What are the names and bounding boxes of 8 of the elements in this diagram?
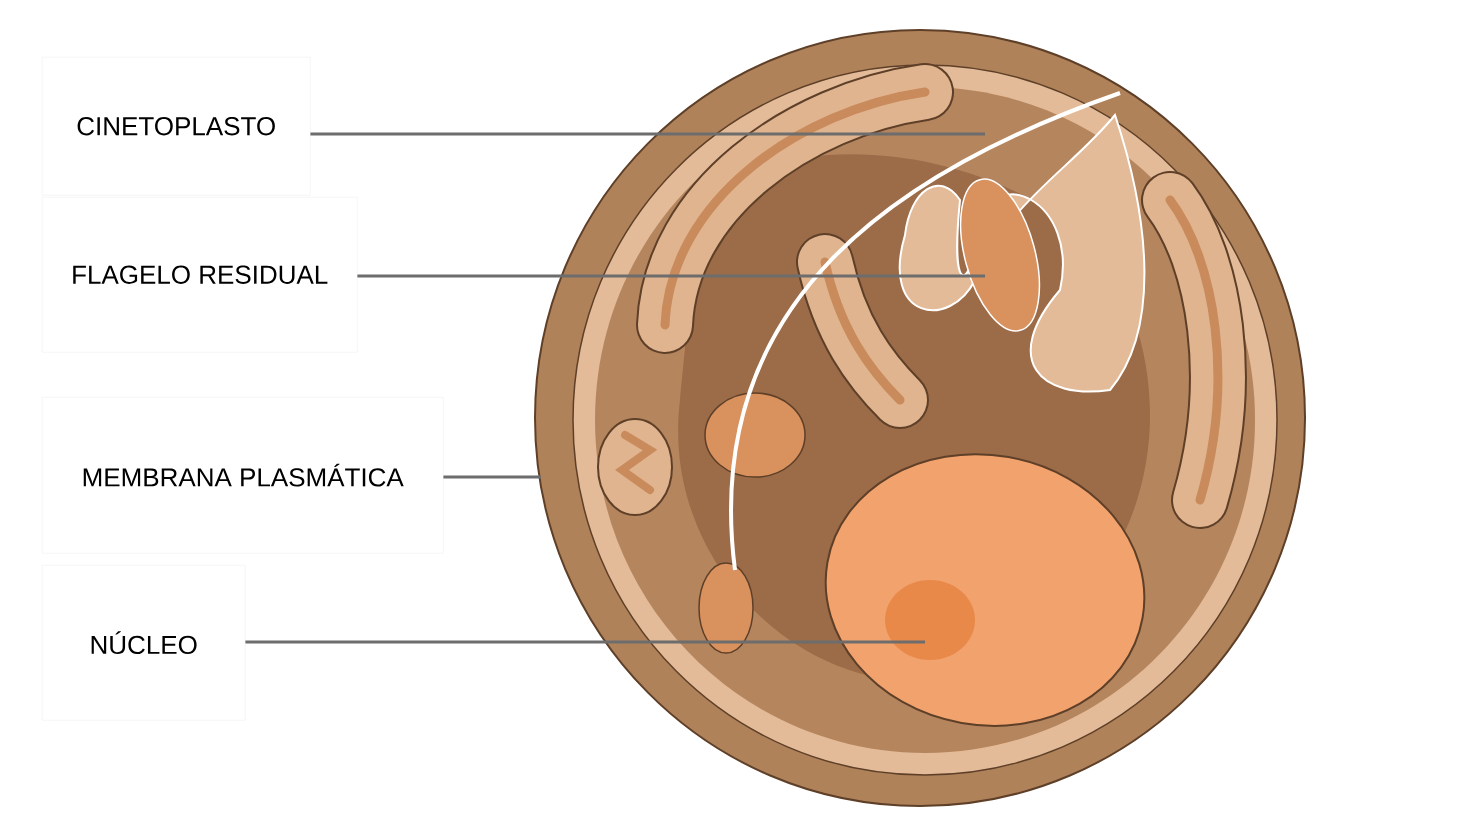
label-box: MEMBRANA PLASMÁTICA [42,397,444,554]
label-box: CINETOPLASTO [42,57,311,196]
leader-line [357,274,985,278]
label-box: NÚCLEO [42,565,246,721]
leader-line [245,640,925,644]
leader-line [443,475,541,479]
label-box: FLAGELO RESIDUAL [42,197,358,353]
leader-line [310,132,985,136]
